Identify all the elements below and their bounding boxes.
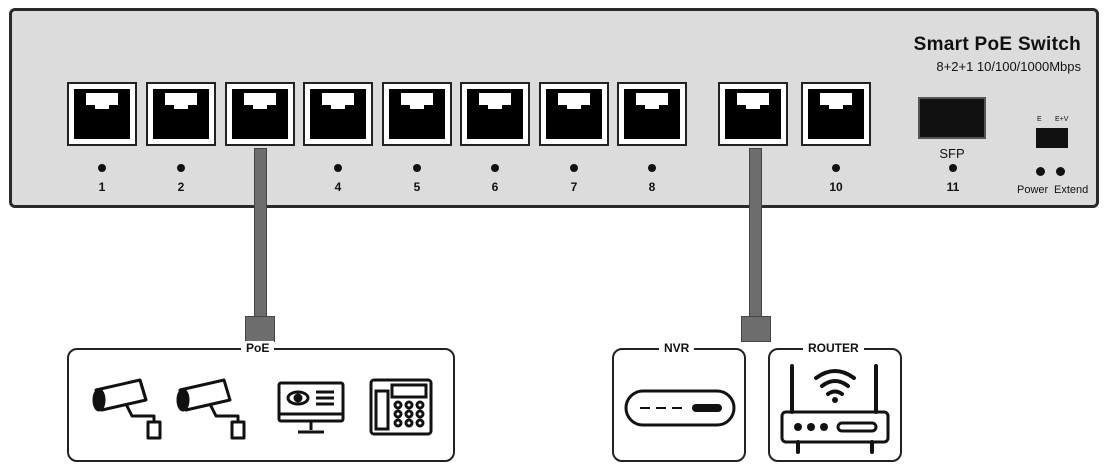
ip-phone-icon bbox=[369, 378, 433, 436]
port-number: 5 bbox=[413, 180, 421, 194]
port-latch bbox=[244, 93, 276, 109]
cable-port-3 bbox=[254, 148, 267, 320]
cable-port-9 bbox=[749, 148, 762, 320]
port-number: 7 bbox=[570, 180, 578, 194]
port-latch bbox=[558, 93, 590, 109]
ethernet-port-8 bbox=[617, 82, 687, 146]
router-icon bbox=[780, 364, 890, 454]
router-label: ROUTER bbox=[803, 341, 864, 355]
sfp-port bbox=[918, 97, 986, 139]
ethernet-port-9 bbox=[718, 82, 788, 146]
poe-group-label: PoE bbox=[241, 341, 275, 355]
port-number: 8 bbox=[648, 180, 656, 194]
port-led-7 bbox=[570, 164, 578, 172]
power-label: Power bbox=[1017, 184, 1049, 196]
toggle-label-e: E bbox=[1037, 116, 1042, 123]
cable-connector-poe bbox=[245, 316, 275, 342]
port-latch bbox=[322, 93, 354, 109]
ethernet-port-10 bbox=[801, 82, 871, 146]
sfp-led bbox=[949, 164, 957, 172]
power-led bbox=[1036, 167, 1045, 176]
ethernet-port-2 bbox=[146, 82, 216, 146]
port-number: 1 bbox=[98, 180, 106, 194]
monitor-icon bbox=[277, 381, 345, 434]
toggle-label-ev: E+V bbox=[1055, 116, 1069, 123]
port-led-6 bbox=[491, 164, 499, 172]
port-led-8 bbox=[648, 164, 656, 172]
port-number: 4 bbox=[334, 180, 342, 194]
switch-subtitle: 8+2+1 10/100/1000Mbps bbox=[936, 59, 1081, 74]
ethernet-port-4 bbox=[303, 82, 373, 146]
cable-connector-nvr bbox=[741, 316, 771, 342]
extend-led bbox=[1056, 167, 1065, 176]
port-led-4 bbox=[334, 164, 342, 172]
port-latch bbox=[86, 93, 118, 109]
sfp-label: SFP bbox=[939, 146, 965, 161]
extend-label: Extend bbox=[1054, 184, 1089, 196]
port-latch bbox=[636, 93, 668, 109]
switch-title: Smart PoE Switch bbox=[913, 34, 1081, 55]
port-number: 10 bbox=[829, 180, 843, 194]
port-number: 2 bbox=[177, 180, 185, 194]
ethernet-port-6 bbox=[460, 82, 530, 146]
port-number: 6 bbox=[491, 180, 499, 194]
camera-icon bbox=[92, 378, 162, 440]
port-latch bbox=[479, 93, 511, 109]
ethernet-port-3 bbox=[225, 82, 295, 146]
nvr-label: NVR bbox=[659, 341, 695, 355]
port-led-10 bbox=[832, 164, 840, 172]
port-latch bbox=[737, 93, 769, 109]
port-latch bbox=[820, 93, 852, 109]
port-latch bbox=[401, 93, 433, 109]
port-latch bbox=[165, 93, 197, 109]
ethernet-port-5 bbox=[382, 82, 452, 146]
ethernet-port-1 bbox=[67, 82, 137, 146]
port-led-1 bbox=[98, 164, 106, 172]
mode-toggle-switch bbox=[1036, 128, 1068, 148]
port-led-2 bbox=[177, 164, 185, 172]
ethernet-port-7 bbox=[539, 82, 609, 146]
camera-icon bbox=[176, 378, 246, 440]
port-led-5 bbox=[413, 164, 421, 172]
nvr-icon bbox=[624, 389, 736, 427]
sfp-port-number: 11 bbox=[946, 180, 960, 194]
